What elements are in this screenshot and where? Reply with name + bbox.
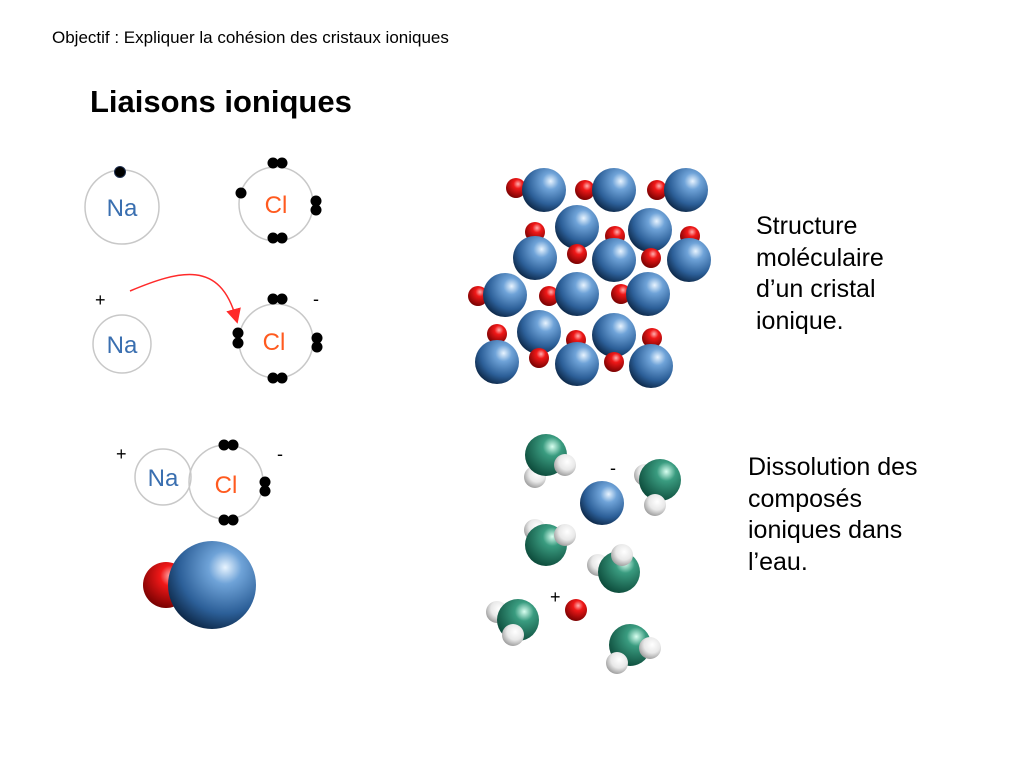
chloride-ion-sphere bbox=[555, 272, 599, 316]
caption-line: composés bbox=[748, 484, 862, 513]
sodium-ion-sphere bbox=[641, 248, 661, 268]
nacl-sphere-model bbox=[143, 541, 256, 629]
sodium-ion-sphere bbox=[611, 284, 631, 304]
chlorine-label: Cl bbox=[263, 329, 286, 356]
crystal-caption: Structure moléculaire d’un cristal ioniq… bbox=[756, 211, 884, 337]
dissolution-caption: Dissolution des composés ioniques dans l… bbox=[748, 452, 918, 578]
caption-line: ioniques dans bbox=[748, 516, 903, 544]
sodium-ion-sphere bbox=[642, 328, 662, 348]
caption-line: ionique. bbox=[756, 306, 844, 335]
sodium-label: Na bbox=[148, 465, 179, 492]
chloride-ion-sphere bbox=[664, 168, 708, 212]
slide-title: Liaisons ioniques bbox=[90, 84, 352, 119]
sodium-atom: Na bbox=[84, 166, 160, 245]
plus-sign: + bbox=[550, 587, 561, 607]
sodium-ion-sphere bbox=[565, 599, 587, 621]
sodium-ion-sphere bbox=[529, 348, 549, 368]
sodium-ion-sphere bbox=[604, 352, 624, 372]
caption-line: d’un cristal bbox=[756, 275, 876, 303]
sodium-ion-sphere bbox=[567, 244, 587, 264]
minus-sign: - bbox=[277, 444, 283, 464]
objective-text: Objectif : Expliquer la cohésion des cri… bbox=[52, 28, 449, 47]
chloride-ion-sphere bbox=[513, 236, 557, 280]
chloride-ion-sphere bbox=[555, 205, 599, 249]
sodium-ion-sphere bbox=[506, 178, 526, 198]
dissolution-scene bbox=[486, 434, 681, 674]
caption-line: moléculaire bbox=[756, 243, 884, 272]
plus-sign: + bbox=[116, 444, 127, 464]
caption-line: Dissolution des bbox=[748, 453, 918, 481]
chloride-ion-sphere bbox=[522, 168, 566, 212]
chloride-ion-sphere bbox=[592, 238, 636, 282]
chloride-ion-sphere bbox=[628, 208, 672, 252]
sodium-ion-sphere bbox=[575, 180, 595, 200]
electron-transfer-arrow bbox=[129, 273, 241, 324]
water-hydrogen bbox=[554, 454, 576, 476]
water-hydrogen bbox=[611, 544, 633, 566]
chloride-ion-sphere bbox=[667, 238, 711, 282]
water-hydrogen bbox=[502, 624, 524, 646]
sodium-label: Na bbox=[107, 195, 138, 222]
sodium-ion-sphere bbox=[647, 180, 667, 200]
chloride-ion: Cl bbox=[232, 293, 323, 384]
water-hydrogen bbox=[554, 524, 576, 546]
water-hydrogen bbox=[639, 637, 661, 659]
sodium-ion-sphere bbox=[468, 286, 488, 306]
sodium-label: Na bbox=[107, 332, 138, 359]
caption-line: l’eau. bbox=[748, 547, 808, 576]
caption-line: Structure bbox=[756, 212, 858, 240]
chloride-ion-sphere bbox=[580, 481, 624, 525]
chloride-ion-sphere bbox=[592, 168, 636, 212]
sodium-ion-sphere bbox=[539, 286, 559, 306]
water-hydrogen bbox=[644, 494, 666, 516]
chloride-ion-sphere bbox=[555, 342, 599, 386]
plus-sign: + bbox=[95, 290, 106, 310]
chloride-ion-sphere bbox=[475, 340, 519, 384]
chlorine-label: Cl bbox=[265, 192, 288, 219]
minus-sign: - bbox=[610, 458, 616, 478]
chloride-ion-sphere bbox=[626, 272, 670, 316]
chloride-ion-sphere bbox=[592, 313, 636, 357]
water-hydrogen bbox=[606, 652, 628, 674]
chlorine-atom: Cl bbox=[235, 157, 322, 244]
chloride-ion-sphere bbox=[629, 344, 673, 388]
sodium-chloride-pair: Na Cl bbox=[134, 439, 271, 526]
chloride-ion-sphere bbox=[483, 273, 527, 317]
sodium-ion: Na bbox=[92, 314, 152, 374]
chlorine-label: Cl bbox=[215, 472, 238, 499]
ionic-crystal-structure bbox=[468, 168, 711, 388]
minus-sign: - bbox=[313, 289, 319, 309]
water-oxygen bbox=[639, 459, 681, 501]
sodium-ion-sphere bbox=[487, 324, 507, 344]
chloride-ion-sphere bbox=[517, 310, 561, 354]
